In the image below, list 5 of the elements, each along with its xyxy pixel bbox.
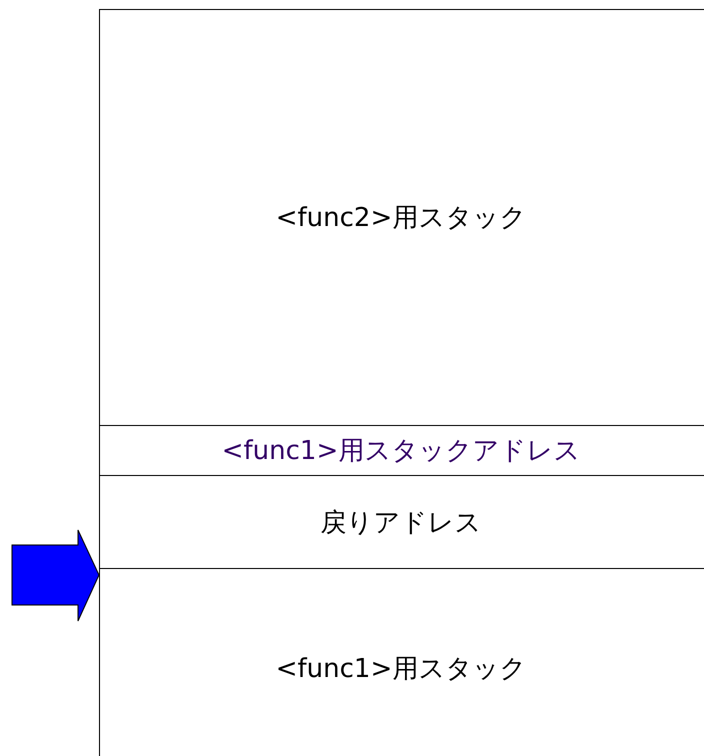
region-label: 戻りアドレス (320, 506, 482, 540)
region-label: <func1>用スタックアドレス (222, 435, 580, 468)
region-label: <func2>用スタック (276, 202, 526, 235)
stack-region (99, 9, 704, 426)
region-label: <func1>用スタック (276, 652, 526, 686)
